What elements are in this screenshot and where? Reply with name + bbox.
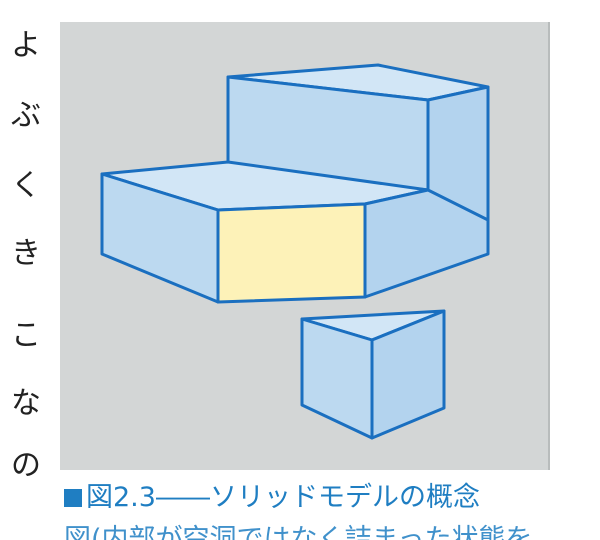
small-block-left-face — [300, 317, 374, 440]
body-text-char: ぶ — [11, 98, 41, 133]
body-text-char: よ — [11, 28, 41, 63]
caption-square-marker-icon — [64, 489, 82, 507]
solid-model-illustration — [100, 63, 490, 440]
lower-block-right-face — [363, 188, 490, 299]
body-text-char: く — [11, 168, 41, 203]
body-text-column: よ ぶ く き こ な の — [0, 0, 52, 540]
body-text-char: の — [11, 448, 41, 483]
cut-section-face — [216, 202, 367, 304]
caption-text: 図2.3――ソリッドモデルの概念 — [86, 482, 480, 513]
figure-caption: 図2.3――ソリッドモデルの概念 — [64, 480, 584, 516]
figure-caption-line-2: 図(内部が空洞ではなく詰まった状態を — [64, 524, 533, 540]
body-text-char: こ — [11, 318, 41, 353]
body-text-char: き — [11, 236, 41, 271]
small-block-right-face — [370, 309, 446, 440]
figure-panel — [60, 22, 550, 470]
body-text-char: な — [11, 386, 41, 421]
